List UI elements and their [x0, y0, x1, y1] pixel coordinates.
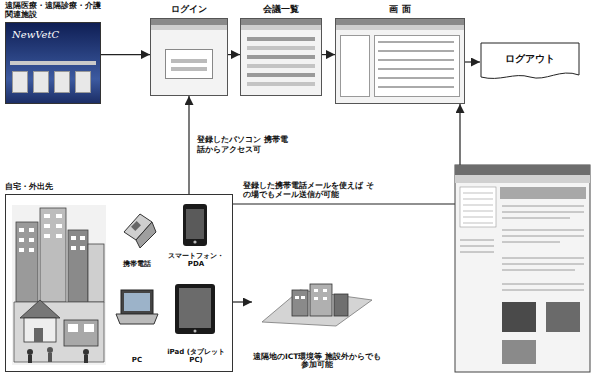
list-row — [247, 55, 315, 59]
screen-thumbnail — [335, 18, 465, 104]
list-row — [247, 82, 315, 86]
facility-building-icon — [262, 284, 372, 326]
connector-arrow — [233, 301, 252, 302]
facility-node: 遠隔地のICT環境等 施設外からでも参加可能 — [252, 280, 382, 370]
document-outline — [481, 43, 579, 78]
feature-phone-icon — [124, 214, 156, 248]
site-menu-icon — [54, 71, 70, 93]
screen-node: 画 面 — [335, 4, 465, 104]
location-group: 自宅・外出先携帯電話スマートフォン・PDA PCiPad (タブレットPC) — [5, 182, 233, 372]
screen-node: ログイン — [150, 4, 228, 96]
connector-arrow — [465, 61, 480, 62]
site-logo: NewVetC — [6, 23, 100, 41]
logout-document: ログアウト — [480, 42, 580, 82]
text-line — [378, 59, 454, 61]
site-heading: 遠隔医療・遠隔診療・介護関連施設 — [5, 2, 101, 19]
device-node: スマートフォン・PDA — [163, 200, 229, 268]
device-node: iPad (タブレットPC) — [163, 280, 229, 364]
tool-bar — [151, 25, 227, 30]
device-label: 携帯電話 — [113, 260, 161, 268]
tablet-icon — [175, 284, 215, 334]
site-menu-bar — [10, 61, 96, 65]
group-frame — [5, 194, 233, 372]
facility-label: 遠隔地のICT環境等 施設外からでも参加可能 — [252, 353, 382, 370]
text-line — [378, 50, 454, 52]
screen-heading: 会議一覧 — [240, 4, 322, 14]
list-row — [247, 64, 315, 68]
list-row — [247, 46, 315, 50]
connector-label: 登録した携帯電話メールを使えば その場でもメール送信が可能 — [241, 180, 377, 201]
login-dialog — [165, 49, 214, 79]
site-menu-icon — [33, 71, 49, 93]
site-menu-icon — [75, 71, 91, 93]
side-panel — [340, 35, 370, 97]
screen-thumbnail — [150, 18, 228, 96]
login-field — [171, 59, 208, 63]
list-row — [247, 73, 315, 77]
device-node: PC — [113, 280, 161, 364]
text-line — [378, 68, 454, 70]
text-line — [378, 41, 454, 43]
screen-thumbnail — [240, 18, 322, 96]
connector-arrow — [101, 54, 150, 55]
connector-arrow — [322, 54, 335, 55]
logout-label: ログアウト — [480, 42, 580, 65]
list-row — [247, 37, 315, 41]
browser-screenshot — [455, 165, 590, 372]
group-heading: 自宅・外出先 — [5, 182, 233, 191]
text-line — [378, 86, 454, 88]
screen-node: 遠隔医療・遠隔診療・介護関連施設 NewVetC — [5, 2, 101, 104]
screen-node: 会議一覧 — [240, 4, 322, 96]
tool-bar — [241, 25, 321, 30]
connector-arrow — [188, 96, 189, 194]
device-label: スマートフォン・PDA — [163, 252, 229, 268]
connector-label: 登録したパソコン 携帯電話からアクセス可 — [195, 134, 295, 155]
screen-heading: ログイン — [150, 4, 228, 14]
connector-arrow — [228, 54, 240, 55]
device-label: PC — [113, 356, 161, 364]
site-menu-icon — [12, 71, 28, 93]
tool-bar — [336, 25, 464, 30]
site-screenshot: NewVetC — [5, 22, 101, 104]
laptop-icon — [116, 290, 158, 324]
text-line — [378, 77, 454, 79]
screen-heading: 画 面 — [335, 4, 465, 14]
smartphone-icon — [183, 204, 207, 246]
city-illustration — [12, 205, 106, 365]
device-node: 携帯電話 — [113, 204, 161, 268]
device-label: iPad (タブレットPC) — [163, 348, 229, 364]
login-field — [171, 67, 208, 71]
